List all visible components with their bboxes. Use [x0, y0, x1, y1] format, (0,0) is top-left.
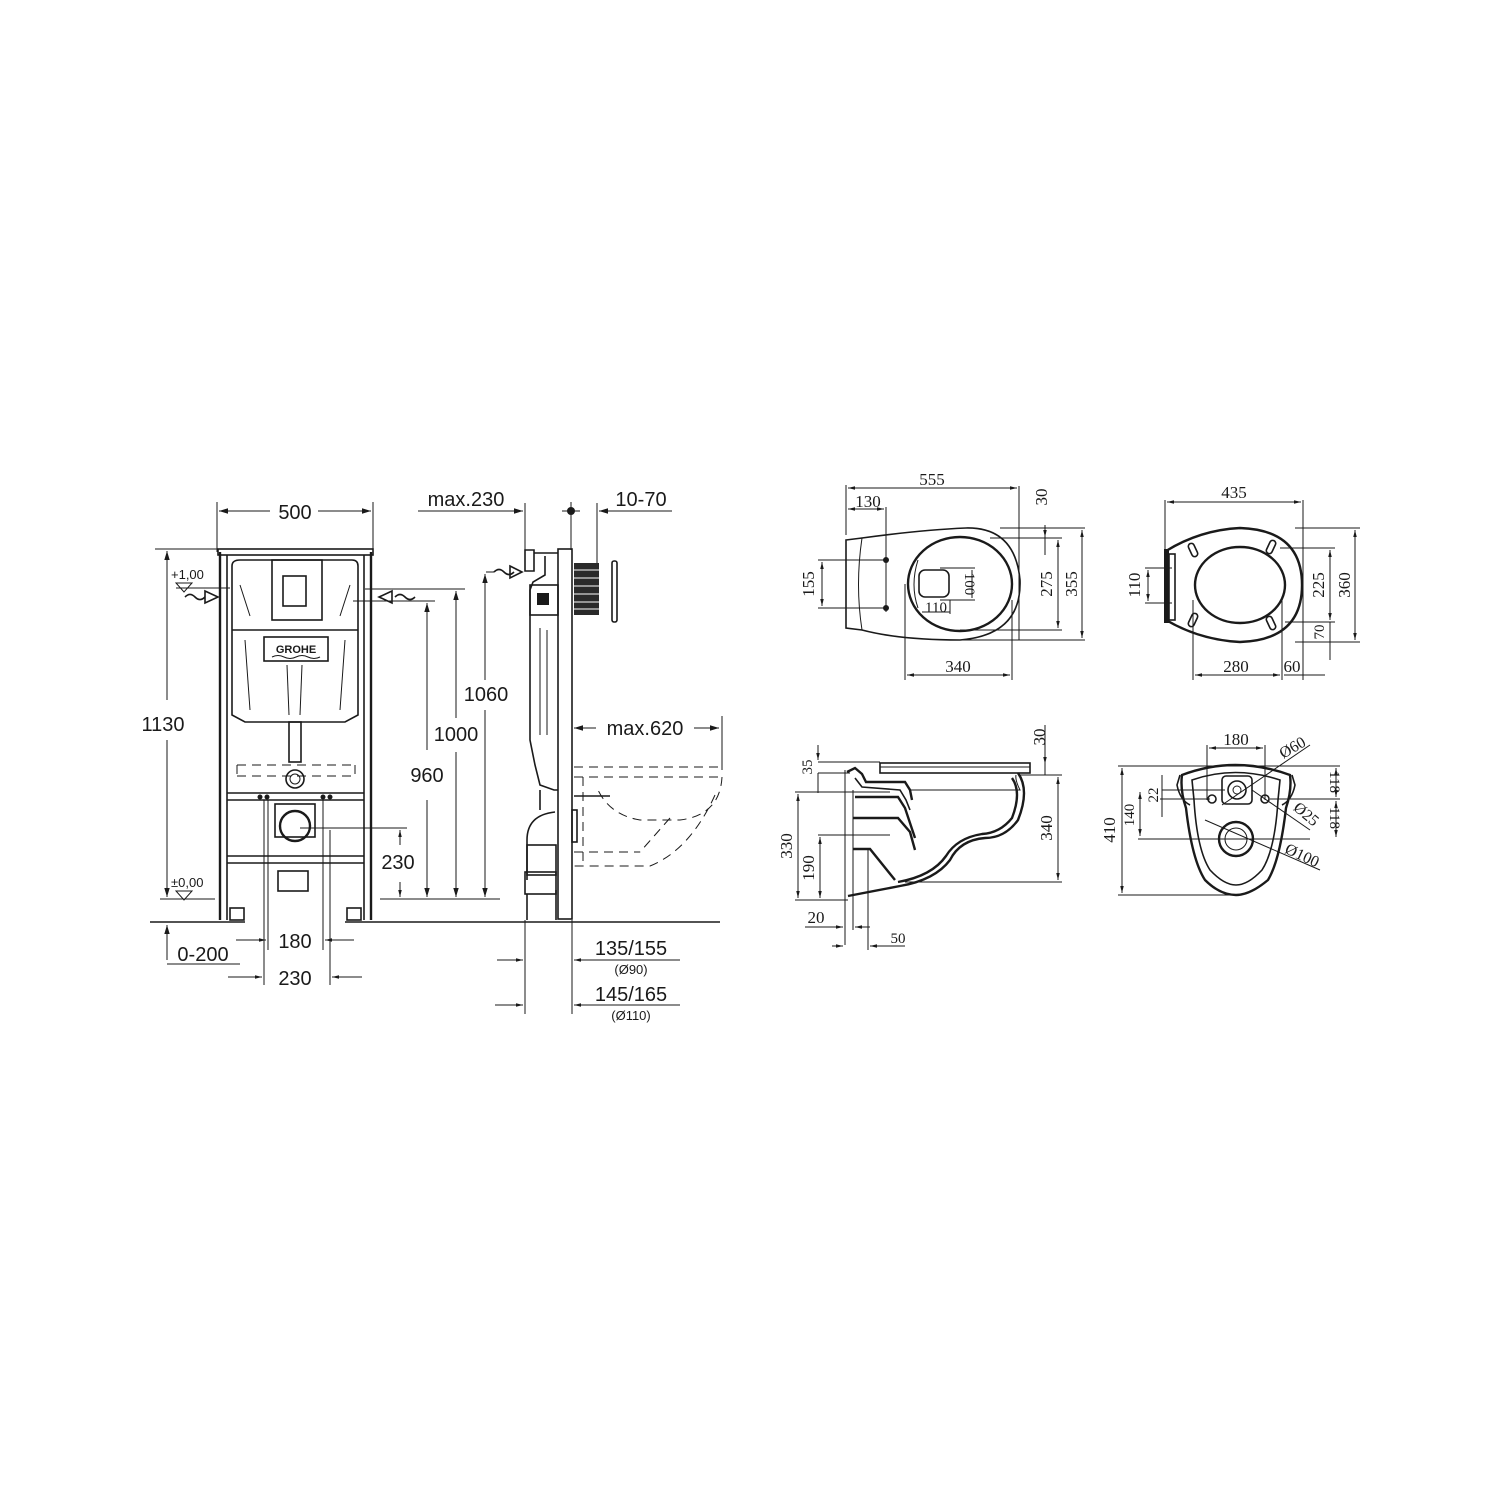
bowl-side-section: 30 35 330 190 340 [777, 725, 1062, 950]
dim-width-360: 360 [1335, 572, 1354, 598]
dim-dia-90: (Ø90) [614, 962, 647, 977]
dim-lower-118: 118 [1326, 807, 1342, 829]
dim-rim-340: 340 [945, 657, 971, 676]
dim-inlet-dia-60: Ø60 [1277, 734, 1309, 763]
dim-height-340: 340 [1037, 815, 1056, 841]
dim-opening-280: 280 [1223, 657, 1249, 676]
dim-max-620: max.620 [607, 718, 684, 740]
dim-front-60: 60 [1284, 657, 1301, 676]
dim-height-330: 330 [777, 833, 796, 859]
dim-inner-100: 100 [961, 573, 977, 596]
dim-drain-230: 230 [381, 852, 414, 874]
dim-rear-bolt-180: 180 [1223, 730, 1249, 749]
level-zero: ±0,00 [171, 875, 203, 890]
dim-offset-22: 22 [1146, 788, 1162, 803]
dim-height-1130: 1130 [141, 714, 184, 736]
dim-rim-275: 275 [1037, 571, 1056, 597]
dim-drain-145-165: 145/165 [595, 984, 667, 1006]
dim-outlet-dia-100: Ø100 [1282, 841, 1321, 871]
dim-hinge-110: 110 [1125, 573, 1144, 598]
dim-top-30: 30 [1032, 489, 1051, 506]
dim-upper-118: 118 [1326, 771, 1342, 793]
dim-hole-spacing-155: 155 [799, 571, 818, 597]
dim-drain-135-155: 135/155 [595, 938, 667, 960]
dim-width-500: 500 [278, 502, 311, 524]
dim-outlet-50: 50 [891, 931, 906, 947]
bowl-top-view: 555 130 155 100 110 30 275 [799, 470, 1085, 680]
dim-height-1060: 1060 [464, 684, 509, 706]
dim-floor-offset: 0-200 [177, 944, 228, 966]
dim-height-1000: 1000 [434, 724, 479, 746]
dim-length-555: 555 [919, 470, 945, 489]
dim-height-960: 960 [410, 765, 443, 787]
dim-max-230: max.230 [428, 489, 505, 511]
dim-outlet-190: 190 [799, 855, 818, 881]
level-plus-1: +1,00 [171, 567, 204, 582]
bowl-rear-view: 180 Ø60 Ø25 Ø100 22 140 410 [1100, 730, 1342, 897]
dim-bolt-180: 180 [278, 931, 311, 953]
dim-bolt-dia-25: Ø25 [1290, 799, 1322, 830]
frame-side-view: max.230 10-70 [418, 489, 723, 1023]
dim-width-355: 355 [1062, 571, 1081, 597]
dim-wall-20: 20 [808, 908, 825, 927]
dim-height-410: 410 [1100, 817, 1119, 843]
seat-top-view: 435 110 225 360 70 280 60 [1125, 483, 1360, 680]
dim-seat-35: 35 [800, 760, 816, 775]
dim-height-140: 140 [1122, 804, 1138, 827]
dim-length-435: 435 [1221, 483, 1247, 502]
dim-button-depth: 10-70 [615, 489, 666, 511]
dim-bolt-230: 230 [278, 968, 311, 990]
dim-rear-70: 70 [1312, 625, 1328, 640]
dim-hole-offset-130: 130 [855, 492, 881, 511]
frame-front-view: 500 GROHE [141, 502, 720, 990]
grohe-logo: GROHE [276, 644, 316, 656]
dim-inner-110: 110 [925, 600, 947, 616]
dim-inner-225: 225 [1309, 572, 1328, 598]
dim-dia-110: (Ø110) [611, 1008, 651, 1023]
dim-section-top-30: 30 [1030, 729, 1049, 746]
